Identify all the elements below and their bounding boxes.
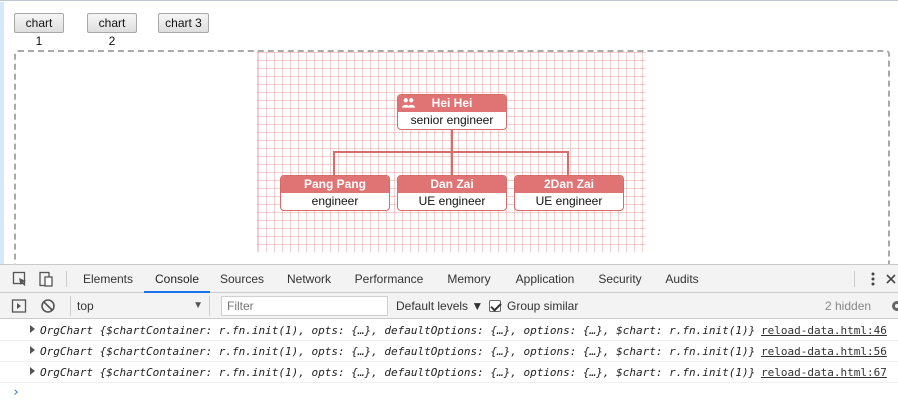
chart-2-button[interactable]: chart 2 <box>87 13 137 48</box>
group-similar-toggle[interactable]: Group similar <box>489 296 578 316</box>
console-prompt[interactable]: › <box>12 385 20 400</box>
chart-3-button[interactable]: chart 3 <box>158 13 209 33</box>
console-toolbar: top ▼ Default levels ▼ Group similar 2 h… <box>0 293 898 319</box>
tab-console[interactable]: Console <box>144 265 210 293</box>
log-source-link[interactable]: reload-data.html:46 <box>761 324 887 337</box>
hidden-messages-count: 2 hidden <box>825 299 872 313</box>
connector-root-down <box>451 130 453 151</box>
devtools-panel: Elements Console Sources Network Perform… <box>0 264 898 404</box>
tab-security[interactable]: Security <box>598 272 642 286</box>
expand-arrow-icon[interactable] <box>30 325 35 333</box>
console-messages: OrgChart {$chartContainer: r.fn.init(1),… <box>0 320 898 383</box>
dropdown-arrow-icon: ▼ <box>193 300 203 311</box>
org-node-root-title: Hei Hei <box>398 95 506 112</box>
expand-arrow-icon[interactable] <box>30 367 35 375</box>
org-node-child-3-role: UE engineer <box>535 194 603 208</box>
log-source-link[interactable]: reload-data.html:67 <box>761 366 887 379</box>
connector-child-1 <box>333 151 335 175</box>
users-icon <box>402 98 415 108</box>
execution-context-value: top <box>77 299 94 313</box>
console-filter-input[interactable] <box>221 296 388 316</box>
org-node-child-1-name: Pang Pang <box>281 176 389 193</box>
execution-context-select[interactable]: top ▼ <box>70 296 210 316</box>
group-similar-label: Group similar <box>507 299 579 313</box>
tab-separator-right <box>854 271 855 287</box>
tab-application[interactable]: Application <box>515 272 575 286</box>
gear-icon[interactable] <box>889 298 898 314</box>
log-levels-select[interactable]: Default levels ▼ <box>396 299 484 313</box>
group-similar-checkbox[interactable] <box>489 300 501 312</box>
tab-sources[interactable]: Sources <box>219 272 265 286</box>
log-source-link[interactable]: reload-data.html:56 <box>761 345 887 358</box>
tab-memory[interactable]: Memory <box>447 272 491 286</box>
close-devtools-icon[interactable] <box>884 271 898 287</box>
console-log-row: OrgChart {$chartContainer: r.fn.init(1),… <box>0 341 898 362</box>
tab-separator <box>66 271 67 287</box>
log-message[interactable]: OrgChart {$chartContainer: r.fn.init(1),… <box>40 324 756 337</box>
org-node-child-1-role: engineer <box>311 194 359 208</box>
connector-child-2 <box>451 151 453 175</box>
org-node-root[interactable]: Hei Hei senior engineer <box>397 94 507 130</box>
org-node-child-2-role: UE engineer <box>418 194 486 208</box>
org-node-root-role: senior engineer <box>410 113 494 127</box>
more-options-icon[interactable] <box>866 271 880 287</box>
org-node-child-3-name: 2Dan Zai <box>515 176 623 193</box>
org-chart-grid <box>257 52 646 252</box>
tab-performance[interactable]: Performance <box>354 272 424 286</box>
org-node-child-2-name: Dan Zai <box>398 176 506 193</box>
clear-console-icon[interactable] <box>40 298 56 314</box>
tab-elements[interactable]: Elements <box>82 272 134 286</box>
org-node-child-1[interactable]: Pang Pang engineer <box>280 175 390 211</box>
chart-1-button[interactable]: chart 1 <box>14 13 64 48</box>
sidebar-toggle-icon[interactable] <box>11 298 27 314</box>
expand-arrow-icon[interactable] <box>30 346 35 354</box>
tab-audits[interactable]: Audits <box>665 272 699 286</box>
org-node-child-3[interactable]: 2Dan Zai UE engineer <box>514 175 624 211</box>
console-log-row: OrgChart {$chartContainer: r.fn.init(1),… <box>0 320 898 341</box>
org-node-child-2[interactable]: Dan Zai UE engineer <box>397 175 507 211</box>
org-node-root-name: Hei Hei <box>431 96 473 110</box>
connector-child-3 <box>567 151 569 175</box>
left-edge-bar <box>0 2 4 264</box>
tab-network[interactable]: Network <box>286 272 331 286</box>
inspect-element-icon[interactable] <box>12 271 28 287</box>
device-toolbar-icon[interactable] <box>38 271 54 287</box>
console-log-row: OrgChart {$chartContainer: r.fn.init(1),… <box>0 362 898 383</box>
log-message[interactable]: OrgChart {$chartContainer: r.fn.init(1),… <box>40 345 756 358</box>
devtools-tab-bar: Elements Console Sources Network Perform… <box>0 265 898 293</box>
log-message[interactable]: OrgChart {$chartContainer: r.fn.init(1),… <box>40 366 756 379</box>
